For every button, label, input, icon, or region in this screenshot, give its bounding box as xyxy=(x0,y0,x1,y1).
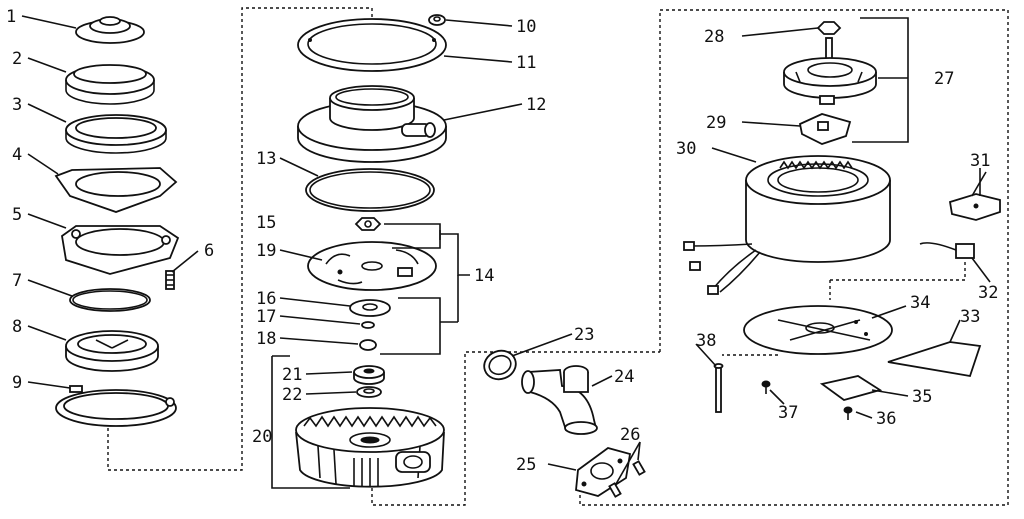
part-32-cord-clamp xyxy=(919,242,975,259)
callout-7: 7 xyxy=(12,271,22,291)
callout-25: 25 xyxy=(516,455,536,475)
part-37-screw xyxy=(761,380,771,394)
part-12-hopper xyxy=(297,85,447,163)
callout-24: 24 xyxy=(614,367,634,387)
part-24-discharge-tube xyxy=(521,365,598,435)
callout-8: 8 xyxy=(12,317,22,337)
callout-23: 23 xyxy=(574,325,594,345)
part-31-terminal xyxy=(948,171,1001,221)
part-19-turntable xyxy=(307,241,437,291)
part-8-mounting-gasket xyxy=(65,330,159,372)
callout-38: 38 xyxy=(696,331,716,351)
part-11-gasket-plate xyxy=(297,18,447,72)
group-boundaries xyxy=(107,7,1009,506)
part-17-washer xyxy=(361,321,375,329)
callout-34: 34 xyxy=(910,293,930,313)
callout-27: 27 xyxy=(934,69,954,89)
part-16-washer xyxy=(349,299,391,317)
callout-22: 22 xyxy=(282,385,302,405)
part-20-grinding-chamber xyxy=(295,407,445,488)
callout-33: 33 xyxy=(960,307,980,327)
callout-21: 21 xyxy=(282,365,302,385)
callout-labels: 1 2 3 4 5 6 7 8 9 10 11 12 13 14 15 16 1… xyxy=(6,7,998,475)
callout-31: 31 xyxy=(970,151,990,171)
callout-1: 1 xyxy=(6,7,16,27)
part-35-plate xyxy=(819,375,883,401)
part-33-shield xyxy=(887,341,982,378)
callout-2: 2 xyxy=(12,49,22,69)
part-23-gasket xyxy=(483,349,517,381)
part-22-washer xyxy=(356,386,382,398)
callout-11: 11 xyxy=(516,53,536,73)
part-26-screws xyxy=(608,460,646,498)
callout-19: 19 xyxy=(256,241,276,261)
part-21-bearing xyxy=(353,365,385,385)
part-9-lower-mounting-ring xyxy=(55,385,177,427)
part-18-seal xyxy=(359,339,377,351)
callout-29: 29 xyxy=(706,113,726,133)
part-34-bottom-plate xyxy=(743,305,893,355)
callout-14: 14 xyxy=(474,266,494,286)
callout-28: 28 xyxy=(704,27,724,47)
callout-30: 30 xyxy=(676,139,696,159)
part-6-screw xyxy=(165,270,175,290)
callout-26: 26 xyxy=(620,425,640,445)
part-4-backup-flange xyxy=(54,167,178,213)
callout-36: 36 xyxy=(876,409,896,429)
part-29-switch xyxy=(798,113,852,145)
callout-16: 16 xyxy=(256,289,276,309)
callout-13: 13 xyxy=(256,149,276,169)
callout-10: 10 xyxy=(516,17,536,37)
callout-15: 15 xyxy=(256,213,276,233)
part-38-bolt xyxy=(713,363,724,413)
callout-9: 9 xyxy=(12,373,22,393)
part-15-nut xyxy=(354,217,382,231)
part-13-o-ring xyxy=(305,168,435,212)
part-5-mounting-ring xyxy=(61,225,180,275)
part-36-screw xyxy=(843,406,853,420)
callout-12: 12 xyxy=(526,95,546,115)
callout-6: 6 xyxy=(204,241,214,261)
leader-lines xyxy=(21,15,991,489)
callout-35: 35 xyxy=(912,387,932,407)
part-7-snap-ring xyxy=(69,288,151,312)
callout-18: 18 xyxy=(256,329,276,349)
part-2-sink-flange xyxy=(65,64,155,105)
part-10-nut xyxy=(428,14,446,26)
callout-37: 37 xyxy=(778,403,798,423)
part-27-rotor xyxy=(783,37,877,105)
part-30-stator-motor xyxy=(683,155,891,295)
callout-32: 32 xyxy=(978,283,998,303)
part-28-nut xyxy=(816,21,842,35)
callout-5: 5 xyxy=(12,205,22,225)
part-25-flange xyxy=(575,447,632,497)
part-3-fiber-gasket xyxy=(65,114,167,154)
callout-3: 3 xyxy=(12,95,22,115)
callout-4: 4 xyxy=(12,145,22,165)
callout-17: 17 xyxy=(256,307,276,327)
callout-20: 20 xyxy=(252,427,272,447)
part-1-stopper xyxy=(75,16,145,44)
